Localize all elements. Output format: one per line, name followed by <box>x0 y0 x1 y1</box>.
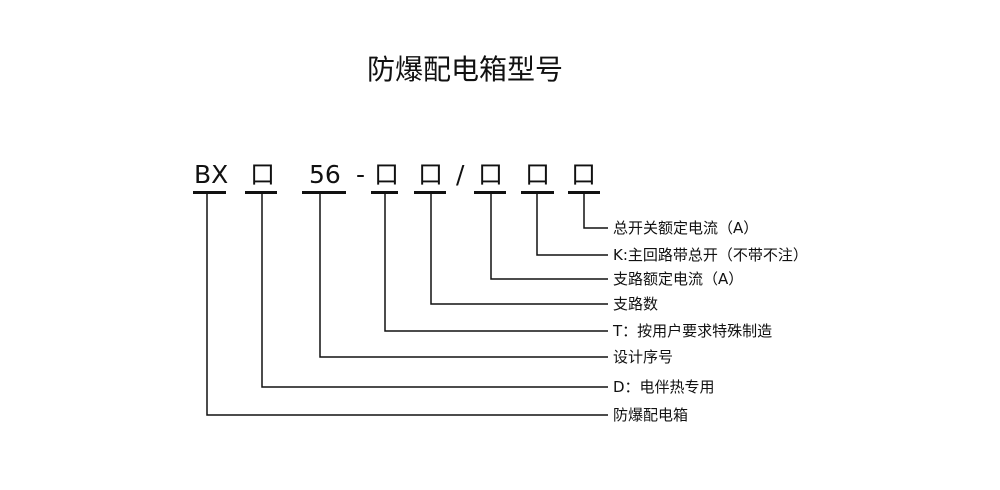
leader-line <box>319 194 608 358</box>
underline-bar <box>568 191 600 194</box>
leader-line <box>261 194 608 388</box>
label-main-switch: K:主回路带总开（不带不注） <box>613 246 808 264</box>
code-box-special: 口 <box>374 160 400 189</box>
code-bx: BX <box>194 160 229 189</box>
leader-line <box>430 194 608 305</box>
leader-line <box>490 194 608 280</box>
label-special-order: T：按用户要求特殊制造 <box>613 322 773 340</box>
code-box-branch-current: 口 <box>478 160 504 189</box>
label-branch-count: 支路数 <box>613 295 659 313</box>
underline-bar <box>371 191 398 194</box>
code-box-electric-heat: 口 <box>250 160 276 189</box>
label-design-number: 设计序号 <box>613 348 674 366</box>
label-electric-heat: D：电伴热专用 <box>613 378 715 396</box>
label-branch-current: 支路额定电流（A） <box>613 270 744 288</box>
leader-line <box>536 194 608 256</box>
leader-lines <box>206 194 608 416</box>
underline-bar <box>521 191 554 194</box>
code-slash: / <box>456 160 465 189</box>
underline-bar <box>193 191 226 194</box>
code-box-branch-count: 口 <box>418 160 444 189</box>
diagram-title: 防爆配电箱型号 <box>366 53 563 86</box>
leader-line <box>583 194 608 229</box>
leader-line <box>384 194 608 332</box>
label-explosion-proof-box: 防爆配电箱 <box>613 406 689 424</box>
leader-line <box>206 194 608 416</box>
underline-bar <box>414 191 446 194</box>
underline-bars <box>193 191 600 194</box>
code-dash: - <box>356 160 366 189</box>
code-box-main-switch: 口 <box>525 160 551 189</box>
underline-bar <box>474 191 506 194</box>
label-main-switch-current: 总开关额定电流（A） <box>613 219 759 237</box>
code-box-main-current: 口 <box>571 160 597 189</box>
code-design-number: 56 <box>309 160 341 189</box>
underline-bar <box>245 191 277 194</box>
underline-bar <box>302 191 346 194</box>
